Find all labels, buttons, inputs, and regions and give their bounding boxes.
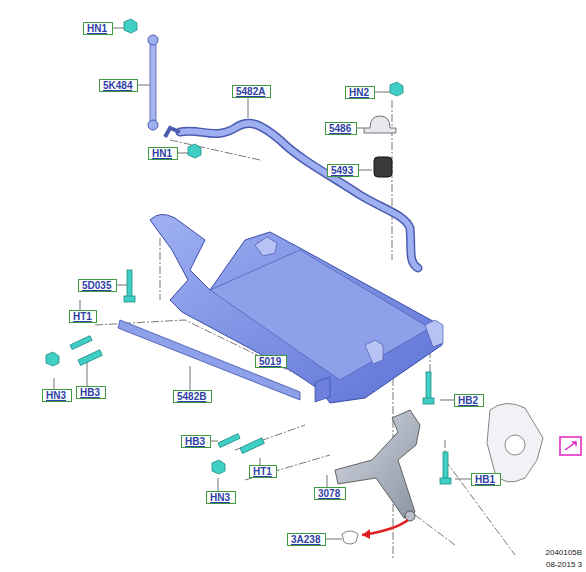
callout-number: 3078: [318, 488, 342, 499]
lower-control-arm: [335, 410, 420, 518]
callout-box: HN1: [83, 22, 113, 35]
callout-number: HB3: [185, 436, 207, 447]
callout-number: 5482A: [236, 86, 267, 97]
callout-number: HB2: [458, 395, 480, 406]
callout-box: 3A238: [287, 533, 326, 546]
stabilizer-link: [148, 35, 158, 130]
callout-number: HN3: [46, 390, 68, 401]
drawing-reference: 2040105B: [546, 548, 582, 558]
callout-box: HB1: [471, 473, 501, 486]
drawing-reference: 08-2015 3: [546, 560, 582, 570]
view-icon: [560, 437, 581, 455]
callout-number: HT1: [73, 311, 93, 322]
callout-number: 5K484: [103, 80, 134, 91]
callout-number: 5482B: [177, 391, 208, 402]
callout-box: 5486: [325, 122, 357, 135]
callout-box: HN1: [148, 147, 178, 160]
callout-box: HN2: [345, 86, 375, 99]
callout-number: HB3: [80, 387, 102, 398]
steering-knuckle: [487, 403, 543, 482]
callout-box: 5019: [255, 355, 287, 368]
callout-box: HB3: [181, 435, 211, 448]
bushing-bracket: [364, 116, 396, 133]
washer: [342, 531, 358, 544]
callout-box: HT1: [249, 465, 277, 478]
callout-number: HT1: [253, 466, 273, 477]
callout-number: HN2: [349, 87, 371, 98]
callout-number: HN1: [87, 23, 109, 34]
callout-box: HB3: [76, 386, 106, 399]
callout-box: 5K484: [99, 79, 138, 92]
callout-number: 5493: [331, 165, 355, 176]
stabilizer-bar: [180, 123, 418, 268]
callout-box: 3078: [314, 487, 346, 500]
bushing: [374, 157, 392, 177]
callout-number: 5019: [259, 356, 283, 367]
callout-box: HN3: [206, 491, 236, 504]
callout-number: HB1: [475, 474, 497, 485]
callout-number: HN1: [152, 148, 174, 159]
callout-box: 5482B: [173, 390, 212, 403]
callout-box: 5D035: [78, 279, 117, 292]
callout-number: 5486: [329, 123, 353, 134]
callout-box: 5493: [327, 164, 359, 177]
subframe: [150, 214, 443, 403]
callout-box: 5482A: [232, 85, 271, 98]
callout-number: HN3: [210, 492, 232, 503]
callout-number: 3A238: [291, 534, 322, 545]
callout-box: HT1: [69, 310, 97, 323]
brace-bar: [118, 320, 300, 400]
callout-number: 5D035: [82, 280, 113, 291]
nut-symbol: [46, 19, 403, 474]
callout-box: HB2: [454, 394, 484, 407]
callout-box: HN3: [42, 389, 72, 402]
